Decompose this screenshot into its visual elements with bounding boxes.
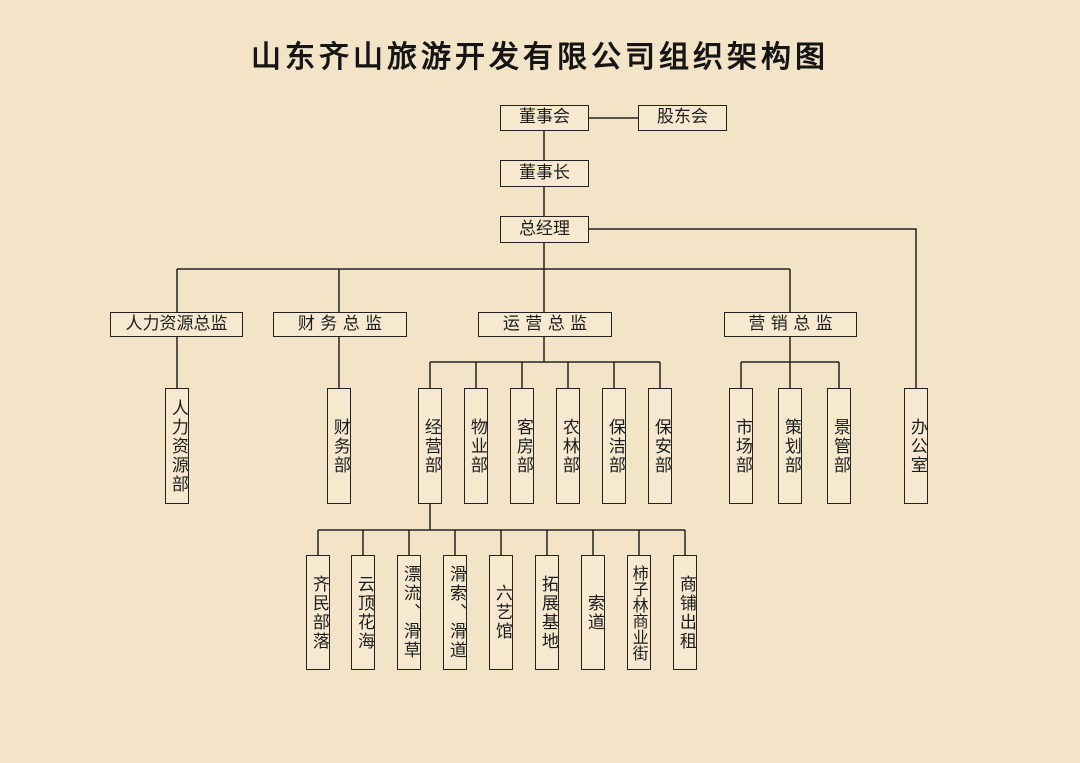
unit-tuozhan-box: 拓展基地	[535, 555, 559, 670]
finance-director-box: 财 务 总 监	[273, 312, 407, 337]
forestry-dept-box: 农林部	[556, 388, 580, 504]
unit-liuyi-box: 六艺馆	[489, 555, 513, 670]
business-dept-box: 经营部	[418, 388, 442, 504]
planning-dept-box: 策划部	[778, 388, 802, 504]
unit-shangpu-box: 商铺出租	[673, 555, 697, 670]
marketing-director-box: 营 销 总 监	[724, 312, 857, 337]
page-title: 山东齐山旅游开发有限公司组织架构图	[251, 40, 829, 75]
unit-yunding-box: 云顶花海	[351, 555, 375, 670]
hr-dept-box: 人力资源部	[165, 388, 189, 504]
cleaning-dept-box: 保洁部	[602, 388, 626, 504]
board-box: 董事会	[500, 105, 589, 131]
office-box: 办公室	[904, 388, 928, 504]
market-dept-box: 市场部	[729, 388, 753, 504]
finance-dept-box: 财务部	[327, 388, 351, 504]
gm-box: 总经理	[500, 216, 589, 243]
scenic-dept-box: 景管部	[827, 388, 851, 504]
operations-director-box: 运 营 总 监	[478, 312, 612, 337]
unit-qimin-box: 齐民部落	[306, 555, 330, 670]
unit-shizilin-box: 柿子林商业街	[627, 555, 651, 670]
chairman-box: 董事长	[500, 160, 589, 187]
security-dept-box: 保安部	[648, 388, 672, 504]
unit-piaoliu-box: 漂流、滑草	[397, 555, 421, 670]
unit-suodao-box: 索道	[581, 555, 605, 670]
guestroom-dept-box: 客房部	[510, 388, 534, 504]
unit-huasuo-box: 滑索、滑道	[443, 555, 467, 670]
property-dept-box: 物业部	[464, 388, 488, 504]
shareholders-box: 股东会	[638, 105, 727, 131]
hr-director-box: 人力资源总监	[110, 312, 243, 337]
